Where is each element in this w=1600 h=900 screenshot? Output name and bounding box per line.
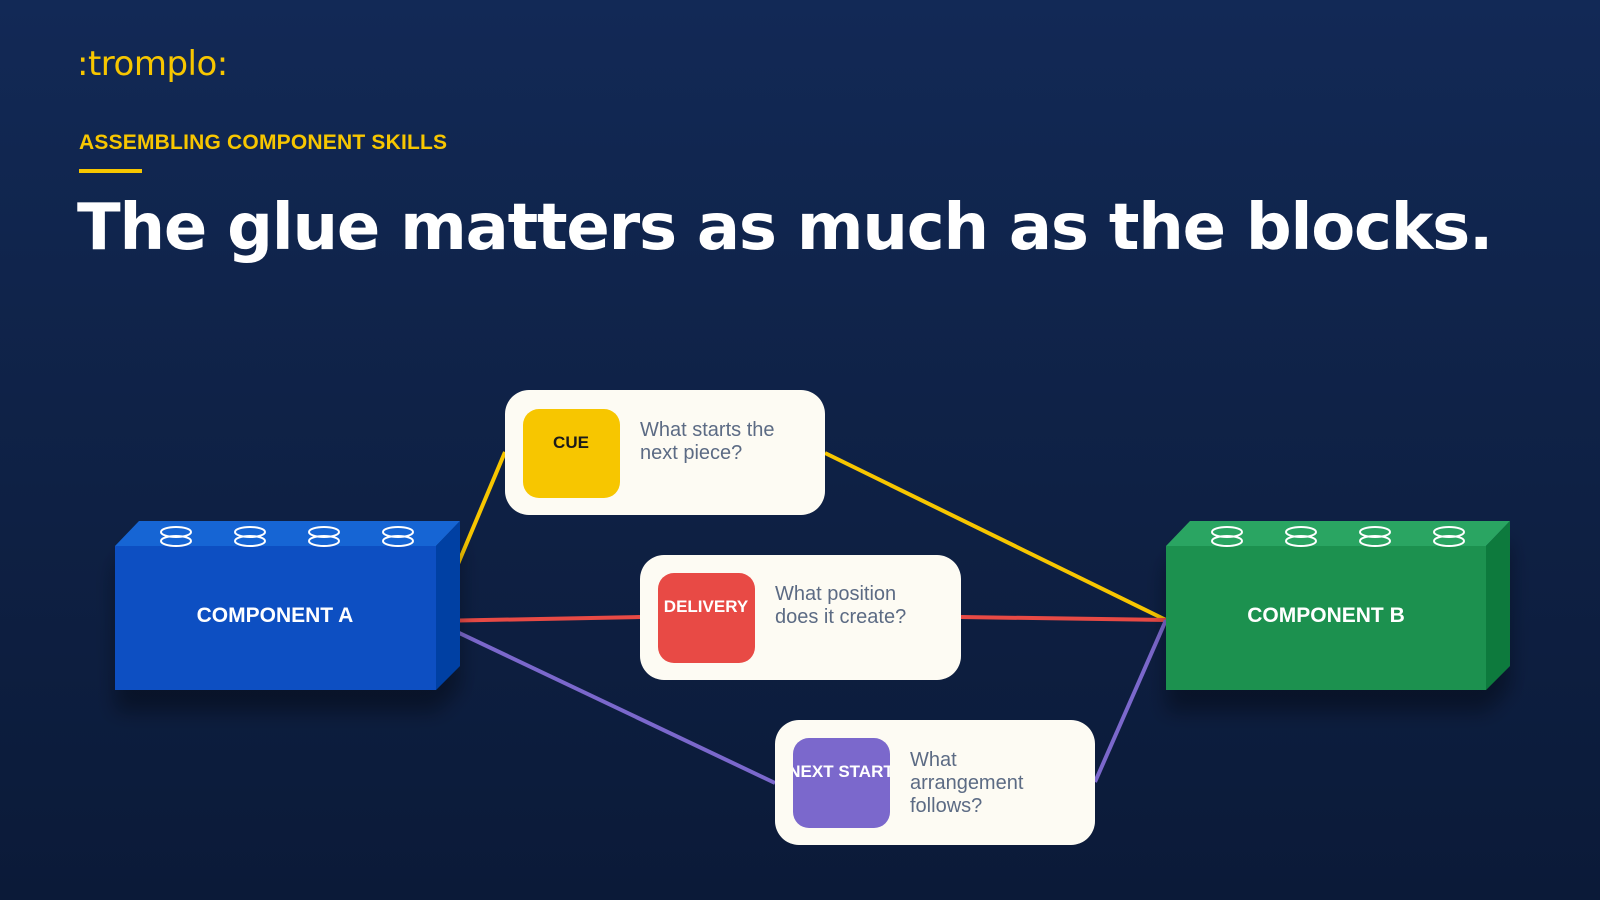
delivery-chip-label: DELIVERY — [664, 597, 749, 616]
component-a-side — [436, 521, 460, 690]
component-a-label: COMPONENT A — [197, 604, 354, 627]
component-b-side — [1486, 521, 1510, 690]
next-start-chip — [793, 738, 890, 828]
next-start-chip-label: NEXT START — [788, 762, 894, 781]
section-eyebrow: ASSEMBLING COMPONENT SKILLS — [79, 131, 448, 154]
delivery-line-from-a — [433, 615, 641, 623]
next-start-question-line-1: What — [910, 749, 957, 771]
component-a-front — [115, 546, 436, 690]
delivery-question-line-2: does it create? — [775, 606, 906, 628]
cue-chip-label: CUE — [553, 433, 589, 452]
cue-line-to-b — [824, 451, 1167, 622]
component-a-block — [115, 521, 460, 690]
component-b-front — [1166, 546, 1486, 690]
cue-question-line-1: What starts the — [640, 419, 775, 441]
next-start-line-to-b — [1093, 619, 1168, 783]
next-start-question-line-2: arrangement — [910, 772, 1024, 794]
delivery-line-to-b — [960, 615, 1167, 622]
next-start-question-line-3: follows? — [910, 795, 982, 817]
cue-card: CUE What starts the next piece? — [505, 390, 825, 515]
brand-logo: :tromplo: — [77, 44, 228, 84]
component-b-top — [1166, 521, 1510, 546]
connector-lines — [432, 451, 1168, 785]
delivery-card: DELIVERY What position does it create? — [640, 555, 961, 680]
delivery-chip — [658, 573, 755, 663]
component-b-label: COMPONENT B — [1247, 604, 1405, 627]
component-a-studs — [160, 526, 414, 547]
eyebrow-underline — [79, 169, 142, 173]
slide-headline: The glue matters as much as the blocks. — [77, 191, 1493, 265]
component-a-top — [115, 521, 460, 546]
cue-chip — [523, 409, 620, 498]
next-start-card: NEXT START What arrangement follows? — [775, 720, 1095, 845]
next-start-line-from-a — [433, 619, 776, 785]
cue-question-line-2: next piece? — [640, 442, 742, 464]
delivery-question-line-1: What position — [775, 583, 896, 605]
component-b-studs — [1211, 526, 1465, 547]
component-b-block — [1166, 521, 1510, 690]
